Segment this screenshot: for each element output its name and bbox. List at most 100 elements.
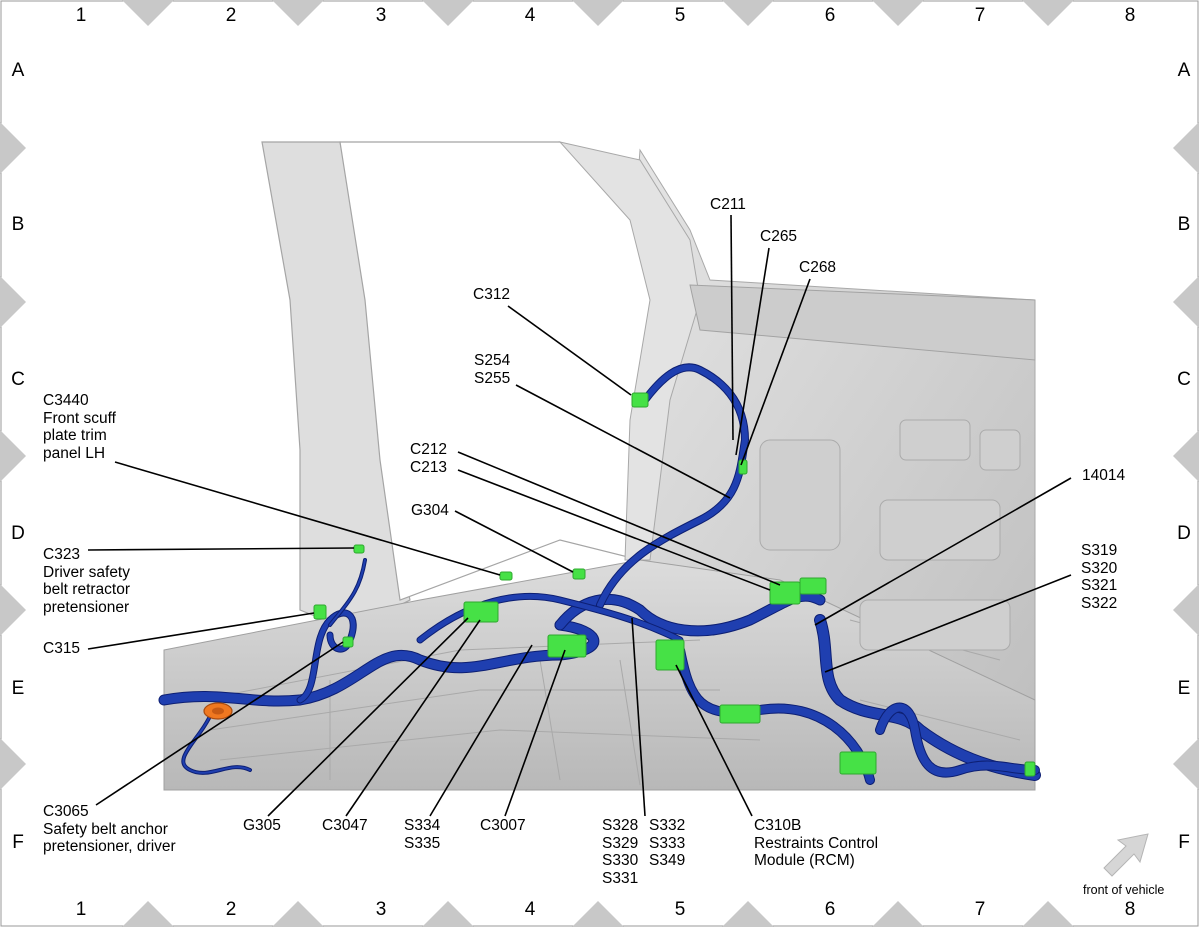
callout-s319-s322: S319 S320 S321 S322 (1081, 542, 1118, 612)
grid-row-right-e: E (1177, 678, 1191, 699)
connector-g304 (572, 568, 586, 580)
callout-c3440: C3440 Front scuff plate trim panel LH (43, 392, 116, 462)
callout-s332-s349: S332 S333 S349 (649, 817, 686, 869)
connector-rear-1 (719, 704, 761, 724)
grid-row-right-f: F (1178, 832, 1190, 853)
border-tri-top-7 (1022, 0, 1074, 26)
callout-c323: C323 Driver safety belt retractor preten… (43, 546, 131, 616)
leader-g304 (454, 510, 574, 573)
connector-rear-3 (1024, 761, 1036, 777)
border-tri-top-2 (272, 0, 324, 26)
grid-row-left-f: F (12, 832, 24, 853)
border-tri-right-1 (1173, 122, 1199, 174)
grid-col-top-7: 7 (974, 5, 986, 26)
grid-col-bottom-3: 3 (375, 899, 387, 920)
connector-c315 (313, 604, 327, 620)
front-of-vehicle-arrow-icon (1103, 833, 1149, 877)
grid-row-right-c: C (1177, 369, 1191, 390)
callout-c3047: C3047 (322, 817, 368, 834)
border-tri-top-4 (572, 0, 624, 26)
grid-col-bottom-6: 6 (824, 899, 836, 920)
border-tri-bottom-3 (422, 901, 474, 927)
grid-row-right-b: B (1177, 214, 1191, 235)
connector-c3007 (547, 634, 587, 658)
connector-c213 (799, 577, 827, 595)
leader-c3440 (114, 461, 501, 576)
leader-c3047 (345, 619, 481, 817)
border-tri-left-2 (0, 276, 26, 328)
callout-leader-lines (87, 214, 1072, 817)
callout-14014: 14014 (1082, 467, 1126, 484)
harness-pillar-up (329, 559, 366, 626)
border-tri-right-3 (1173, 430, 1199, 482)
leader-c212 (457, 451, 781, 586)
harness-rear-branch (876, 703, 1039, 777)
border-tri-top-1 (122, 0, 174, 26)
callout-c211: C211 (710, 196, 746, 213)
grid-row-left-e: E (11, 678, 25, 699)
connector-c3065 (342, 636, 354, 648)
border-tri-bottom-7 (1022, 901, 1074, 927)
grid-row-left-c: C (11, 369, 25, 390)
leader-s254 (515, 384, 731, 499)
harness-anchor (182, 711, 251, 774)
connector-c312 (631, 392, 649, 408)
grid-col-bottom-2: 2 (225, 899, 237, 920)
vehicle-body-illustration (163, 141, 1036, 791)
callout-c212-c213: C212 C213 (410, 441, 448, 476)
grid-col-top-4: 4 (524, 5, 536, 26)
grid-row-left-a: A (11, 60, 25, 81)
leader-c310b (675, 664, 753, 817)
leader-c3007 (504, 649, 566, 817)
grid-col-bottom-1: 1 (75, 899, 87, 920)
leader-g305 (267, 617, 469, 817)
grid-col-bottom-4: 4 (524, 899, 536, 920)
grid-col-top-1: 1 (75, 5, 87, 26)
border-tri-bottom-6 (872, 901, 924, 927)
border-tri-bottom-5 (722, 901, 774, 927)
border-tri-left-5 (0, 738, 26, 790)
callout-g305: G305 (243, 817, 281, 834)
grid-col-top-5: 5 (674, 5, 686, 26)
c-pillar (558, 141, 701, 561)
leader-14014 (814, 477, 1072, 626)
grommet-hole (212, 707, 224, 715)
connector-rear-2 (839, 751, 877, 775)
grid-col-top-3: 3 (375, 5, 387, 26)
grid-col-bottom-5: 5 (674, 899, 686, 920)
callout-s254-s255: S254 S255 (474, 352, 511, 387)
border-tri-right-2 (1173, 276, 1199, 328)
harness-front-loop (297, 610, 356, 703)
callout-c310b: C310B Restraints Control Module (RCM) (754, 817, 879, 869)
border-tri-right-5 (1173, 738, 1199, 790)
grid-row-right-d: D (1177, 523, 1191, 544)
callout-c315: C315 (43, 640, 81, 657)
connectors (203, 392, 1036, 777)
callout-c312: C312 (473, 286, 511, 303)
back-panel-details (759, 419, 1021, 651)
leader-s328 (631, 617, 646, 817)
grid-row-left-b: B (11, 214, 25, 235)
border-tri-left-4 (0, 584, 26, 636)
grid-col-bottom-7: 7 (974, 899, 986, 920)
border-tri-left-3 (0, 430, 26, 482)
front-of-vehicle-label: front of vehicle (1083, 883, 1165, 897)
connector-c212 (769, 581, 801, 605)
leader-c211 (730, 214, 734, 441)
grid-row-left-d: D (11, 523, 25, 544)
callout-s334-s335: S334 S335 (404, 817, 441, 852)
callout-c3065: C3065 Safety belt anchor pretensioner, d… (43, 803, 176, 855)
leader-s319 (824, 574, 1072, 673)
grid-col-bottom-8: 8 (1124, 899, 1136, 920)
connector-c3047 (463, 601, 499, 623)
leader-s334 (429, 644, 533, 817)
leader-c323 (87, 547, 355, 551)
grid-col-top-8: 8 (1124, 5, 1136, 26)
callout-g304: G304 (411, 502, 449, 519)
leader-c315 (87, 612, 315, 650)
callout-c268: C268 (799, 259, 837, 276)
grid-row-right-a: A (1177, 60, 1191, 81)
